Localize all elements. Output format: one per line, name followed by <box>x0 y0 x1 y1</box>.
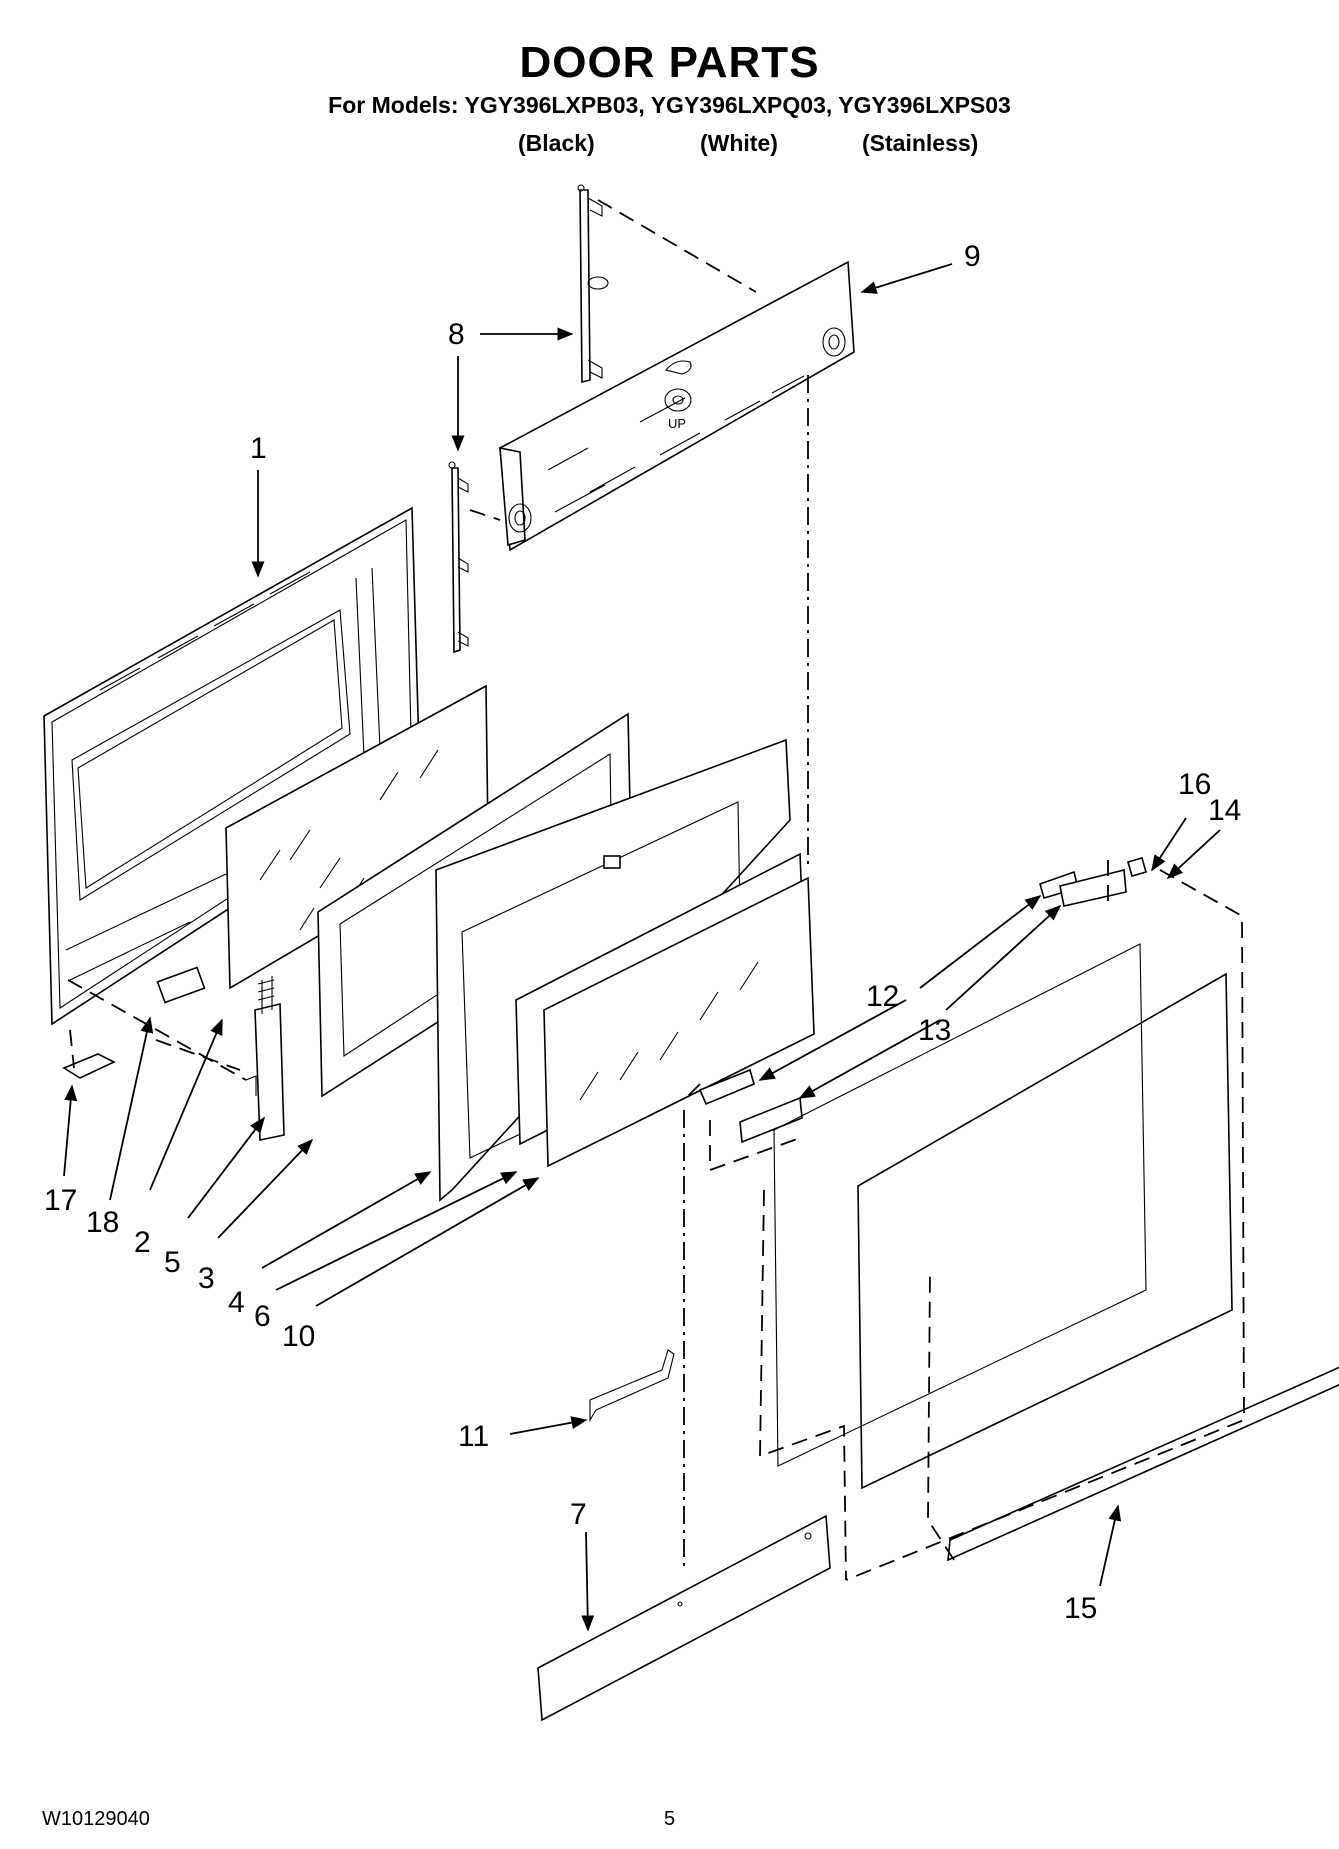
callout-2: 2 <box>134 1226 151 1259</box>
callout-9: 9 <box>964 240 981 273</box>
callout-3: 3 <box>198 1262 215 1295</box>
part-4-tab <box>603 855 621 869</box>
models-line: For Models: YGY396LXPB03, YGY396LXPQ03, … <box>328 92 1011 118</box>
up-marking: UP <box>668 416 686 431</box>
callout-17: 17 <box>44 1184 77 1217</box>
variant-white: (White) <box>700 130 778 156</box>
part-9-top-rear-panel: UP <box>499 260 855 552</box>
part-17-bracket <box>62 1053 116 1079</box>
part-7-bottom-trim <box>537 1514 831 1722</box>
part-13-plate <box>739 868 1127 1144</box>
door-outer-panel <box>773 943 1233 1490</box>
callout-16: 16 <box>1178 768 1211 801</box>
callout-6: 6 <box>254 1300 271 1333</box>
callout-11: 11 <box>458 1420 489 1453</box>
callout-5: 5 <box>164 1246 181 1279</box>
part-5-hinge <box>245 976 285 1141</box>
variant-black: (Black) <box>518 130 595 156</box>
part-8-side-bracket <box>448 461 469 654</box>
callout-12: 12 <box>866 980 899 1013</box>
part-10-glass <box>543 876 815 1168</box>
part-18-clip <box>156 966 206 1004</box>
part-8-upper-bracket <box>577 184 609 384</box>
doc-number: W10129040 <box>42 1808 150 1830</box>
callout-15: 15 <box>1064 1592 1097 1625</box>
page-title: DOOR PARTS <box>519 38 820 87</box>
callout-arrows <box>63 263 1221 1632</box>
callout-14: 14 <box>1208 794 1241 827</box>
part-16-screw <box>1127 857 1147 877</box>
page-number: 5 <box>664 1808 676 1830</box>
callout-8: 8 <box>448 318 465 351</box>
callout-1: 1 <box>250 432 267 465</box>
callout-13: 13 <box>918 1014 951 1047</box>
callout-18: 18 <box>86 1206 119 1239</box>
assembly-lines <box>67 199 1245 1581</box>
callout-10: 10 <box>282 1320 315 1353</box>
part-11-bracket <box>589 1349 675 1422</box>
variant-stainless: (Stainless) <box>862 130 979 156</box>
part-15-handle <box>947 1366 1339 1562</box>
callout-7: 7 <box>570 1498 587 1531</box>
callout-4: 4 <box>228 1286 245 1319</box>
